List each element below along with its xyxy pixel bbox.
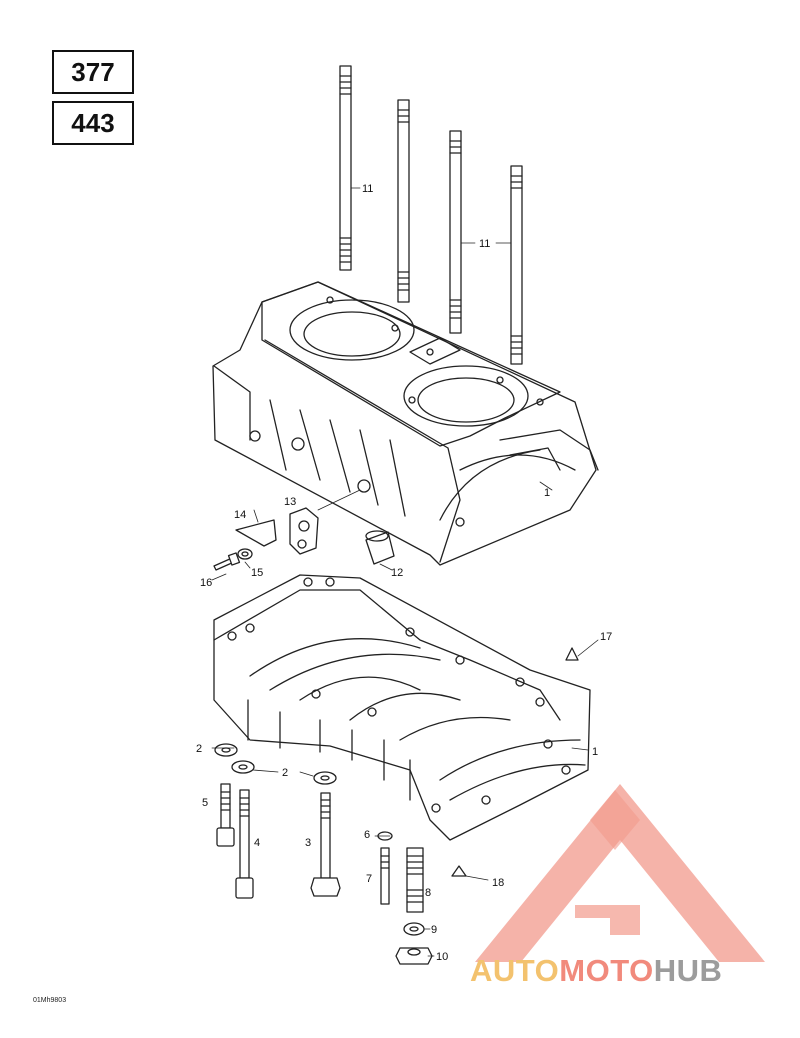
callout-18: 18 [492, 877, 504, 889]
watermark-text: AUTOMOTOHUB [470, 953, 722, 989]
callout-1: 1 [592, 746, 598, 758]
cylinder-stud [510, 165, 523, 365]
washer [237, 548, 253, 560]
callout-8: 8 [425, 887, 431, 899]
callout-13: 13 [284, 496, 296, 508]
callout-15: 15 [251, 567, 263, 579]
hex-nut [395, 947, 433, 965]
drain-plug-bracket [235, 519, 277, 547]
washer [214, 743, 238, 757]
leader-lines [211, 187, 599, 957]
cylinder-stud [449, 130, 462, 334]
callout-2: 2 [282, 767, 288, 779]
callout-14: 14 [234, 509, 246, 521]
callout-5: 5 [202, 797, 208, 809]
callout-11: 11 [362, 183, 373, 195]
diagram-reference-code: 01Mh9803 [33, 997, 67, 1004]
cylinder-stud [397, 99, 410, 303]
stud [406, 847, 424, 913]
callout-6: 6 [364, 829, 370, 841]
watermark-moto: MOTO [559, 953, 654, 988]
callout-3: 3 [305, 837, 311, 849]
callout-4: 4 [254, 837, 260, 849]
callout-12: 12 [391, 567, 403, 579]
callout-11: 11 [479, 238, 490, 250]
screw [380, 847, 390, 905]
socket-head-screw [216, 783, 235, 847]
socket-head-screw [235, 789, 254, 899]
washer [231, 760, 255, 774]
bushing [365, 530, 395, 565]
washer [403, 922, 425, 936]
hex-bolt [310, 792, 341, 897]
callout-10: 10 [436, 951, 448, 963]
callout-2: 2 [196, 743, 202, 755]
callout-7: 7 [366, 873, 372, 885]
screw [213, 552, 241, 571]
model-number: 443 [71, 107, 115, 138]
watermark-logo [475, 784, 765, 962]
cylinder-stud [339, 65, 352, 271]
washer [313, 771, 337, 785]
dowel-pin [451, 865, 467, 877]
callout-17: 17 [600, 631, 612, 643]
callout-9: 9 [431, 924, 437, 936]
model-number: 377 [71, 56, 115, 87]
lower-crankcase-half [213, 574, 591, 841]
model-number-box: 377 [52, 50, 134, 94]
upper-crankcase-half [212, 281, 599, 566]
support-clip [289, 507, 319, 555]
watermark-hub: HUB [653, 953, 723, 988]
model-number-box: 443 [52, 101, 134, 145]
callout-labels: 11 11 1 13 14 15 16 12 17 1 2 2 5 4 3 6 … [196, 183, 612, 963]
callout-16: 16 [200, 577, 212, 589]
callout-1: 1 [544, 487, 550, 499]
dowel-pin [565, 647, 579, 661]
watermark-auto: AUTO [470, 953, 560, 988]
